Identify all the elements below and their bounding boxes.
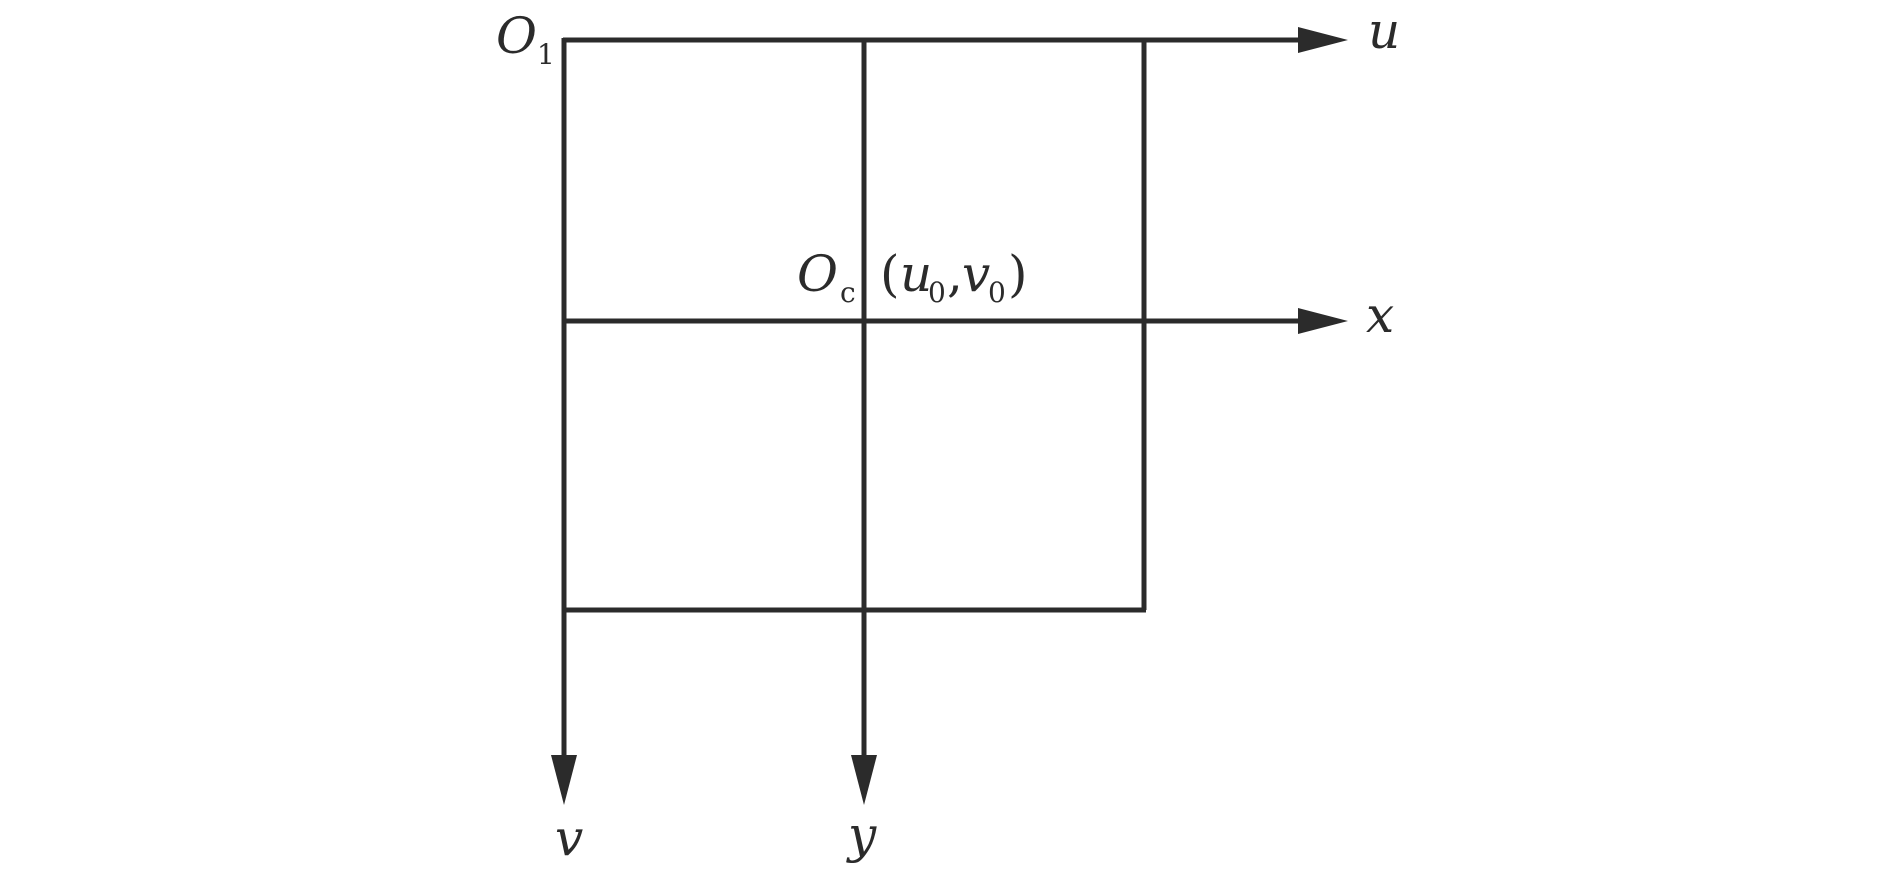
principal-point-open-paren: ( (880, 245, 900, 303)
image-plane-grid (563, 40, 1147, 613)
origin-center-letter: O (797, 245, 838, 303)
principal-point-v-subscript: 0 (988, 276, 1006, 309)
principal-point-close-paren: ) (1008, 245, 1028, 303)
principal-point-u-subscript: 0 (928, 276, 946, 309)
x-axis-label: x (1366, 286, 1394, 344)
principal-point-v: v (962, 245, 990, 303)
origin-center-label: O c (797, 245, 856, 309)
v-axis-label: v (555, 809, 583, 867)
principal-point-comma: , (947, 245, 963, 303)
axes (551, 27, 1348, 805)
u-axis-label: u (1368, 2, 1400, 60)
y-axis-label: y (846, 806, 877, 864)
origin-image-subscript: 1 (537, 38, 555, 71)
origin-center-subscript: c (840, 276, 856, 309)
origin-image-label: O 1 (496, 7, 555, 71)
origin-image-letter: O (496, 7, 537, 65)
principal-point-label: ( u 0 , v 0 ) (880, 245, 1028, 309)
principal-point-u: u (900, 245, 932, 303)
